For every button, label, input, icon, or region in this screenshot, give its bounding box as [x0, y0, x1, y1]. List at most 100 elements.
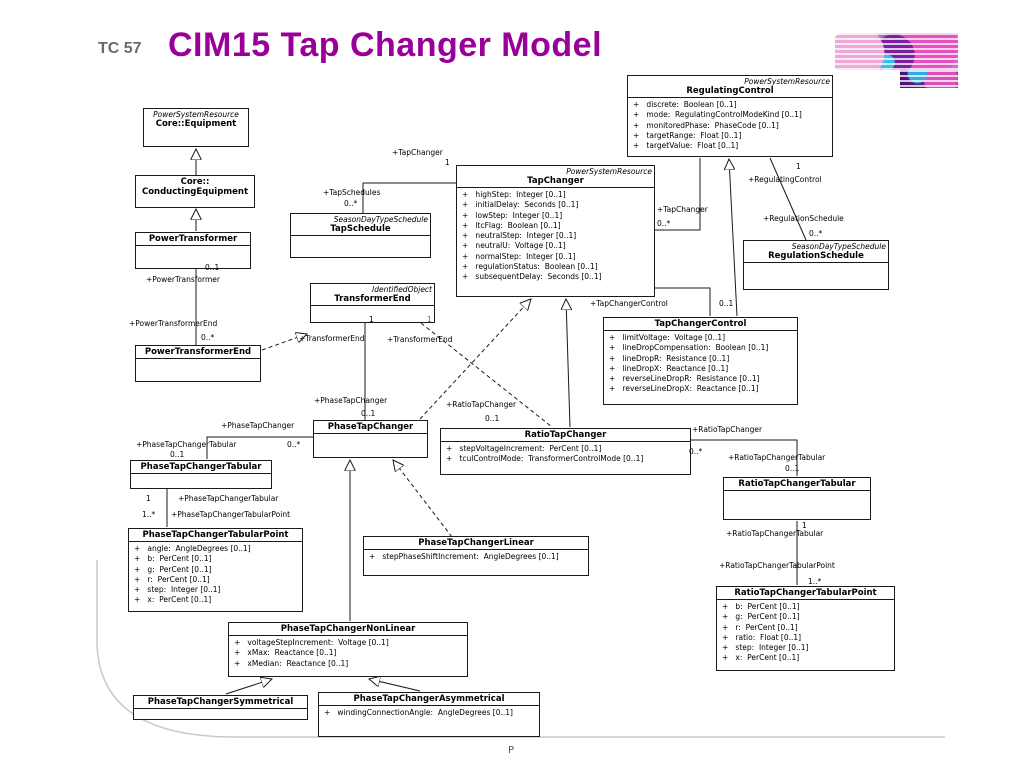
attribute-row: + neutralU: Voltage [0..1]: [462, 241, 566, 251]
class-tapchanger: PowerSystemResource TapChanger + highSte…: [456, 165, 655, 297]
attribute-row: + initialDelay: Seconds [0..1]: [462, 200, 579, 210]
role-label: +TransformerEnd: [299, 334, 365, 343]
stereotype: SeasonDayTypeSchedule: [791, 242, 886, 251]
class-ratiotapchanger: RatioTapChanger + stepVoltageIncrement: …: [440, 428, 691, 475]
class-name: Core::: [180, 177, 210, 187]
empty-compartment: [311, 305, 434, 322]
stereotype: PowerSystemResource: [566, 167, 652, 176]
empty-compartment: [291, 235, 430, 257]
attribute-row: + normalStep: Integer [0..1]: [462, 251, 576, 261]
stereotype: IdentifiedObject: [371, 285, 432, 294]
role-label: +RatioTapChangerTabular: [728, 453, 826, 462]
class-regulationschedule: SeasonDayTypeSchedule RegulationSchedule: [743, 240, 889, 290]
attribute-row: + reverseLineDropR: Resistance [0..1]: [609, 374, 760, 384]
class-phasetapchangernonlinear: PhaseTapChangerNonLinear + voltageStepIn…: [228, 622, 468, 677]
role-label: +RegulationSchedule: [763, 214, 844, 223]
role-label: +RatioTapChangerTabularPoint: [719, 561, 835, 570]
stereotype: SeasonDayTypeSchedule: [333, 215, 428, 224]
class-phasetapchangerasymmetrical: PhaseTapChangerAsymmetrical + windingCon…: [318, 692, 540, 737]
empty-compartment: [724, 490, 870, 519]
multiplicity-label: 1..*: [142, 510, 156, 519]
attribute-row: + regulationStatus: Boolean [0..1]: [462, 262, 598, 272]
attribute-row: + discrete: Boolean [0..1]: [633, 100, 737, 109]
attribute-row: + targetValue: Float [0..1]: [633, 141, 739, 151]
attribute-row: + angle: AngleDegrees [0..1]: [134, 544, 251, 553]
class-name: RatioTapChangerTabular: [738, 479, 856, 489]
class-name: PowerTransformerEnd: [144, 347, 252, 357]
role-label: +PhaseTapChanger: [221, 421, 295, 430]
class-powertransformerend: PowerTransformerEnd: [135, 345, 261, 382]
role-label: +PhaseTapChangerTabularPoint: [171, 510, 291, 519]
empty-compartment: [134, 708, 307, 719]
multiplicity-label: 1: [369, 315, 374, 324]
class-name: PowerTransformer: [148, 234, 238, 244]
role-label: +RegulatingControl: [748, 175, 822, 184]
attribute-compartment: + b: PerCent [0..1]+ g: PerCent [0..1]+ …: [717, 599, 894, 670]
role-label: +RatioTapChanger: [692, 425, 763, 434]
attribute-compartment: + discrete: Boolean [0..1]+ mode: Regula…: [628, 97, 832, 156]
role-label: +RatioTapChanger: [446, 400, 517, 409]
attribute-row: + x: PerCent [0..1]: [134, 595, 212, 605]
attribute-row: + targetRange: Float [0..1]: [633, 130, 742, 140]
tc57-label: TC 57: [98, 40, 142, 57]
stereotype: PowerSystemResource: [744, 77, 830, 86]
attribute-compartment: + limitVoltage: Voltage [0..1] + lineDrop…: [604, 330, 797, 404]
header-decoration-image: [835, 33, 958, 70]
class-name: TapChanger: [527, 176, 584, 186]
class-name: Core::Equipment: [155, 119, 237, 129]
class-name: PhaseTapChangerLinear: [418, 538, 534, 548]
multiplicity-label: 1: [427, 315, 432, 324]
class-name: TransformerEnd: [334, 294, 411, 304]
multiplicity-label: 0..*: [657, 219, 671, 228]
attribute-row: + tculControlMode: TransformerControlMod…: [446, 454, 644, 464]
multiplicity-label: 0..1: [719, 299, 734, 308]
empty-compartment: [314, 433, 427, 457]
multiplicity-label: 1: [146, 494, 151, 503]
multiplicity-label: 1..*: [808, 577, 822, 586]
attribute-row: + r: PerCent [0..1]: [722, 622, 798, 632]
class-tapchangercontrol: TapChangerControl + limitVoltage: Voltag…: [603, 317, 798, 405]
attribute-row: + monitoredPhase: PhaseCode [0..1]: [633, 120, 779, 130]
class-name: RegulationSchedule: [768, 251, 864, 261]
class-phasetapchangertabular: PhaseTapChangerTabular: [130, 460, 272, 489]
role-label: +PowerTransformerEnd: [129, 319, 218, 328]
attribute-row: + b: PerCent [0..1]: [722, 602, 800, 611]
class-name: TapChangerControl: [654, 319, 747, 329]
class-tapschedule: SeasonDayTypeSchedule TapSchedule: [290, 213, 431, 258]
attribute-compartment: + stepPhaseShiftIncrement: AngleDegrees …: [364, 549, 588, 575]
class-phasetapchangersymmetrical: PhaseTapChangerSymmetrical: [133, 695, 308, 720]
attribute-row: + x: PerCent [0..1]: [722, 653, 800, 663]
attribute-row: + lineDropR: Resistance [0..1]: [609, 353, 730, 363]
multiplicity-label: 0..*: [287, 440, 301, 449]
class-name: RegulatingControl: [686, 86, 774, 96]
empty-compartment: [744, 262, 888, 289]
attribute-row: + xMax: Reactance [0..1]: [234, 648, 337, 658]
attribute-row: + g: PerCent [0..1]: [134, 564, 212, 574]
role-label: +PhaseTapChangerTabular: [178, 494, 279, 503]
class-name: PhaseTapChangerTabular: [140, 462, 262, 472]
multiplicity-label: 0..1: [785, 464, 800, 473]
page-title: CIM15 Tap Changer Model: [168, 26, 603, 64]
attribute-row: + g: PerCent [0..1]: [722, 612, 800, 622]
class-name: TapSchedule: [330, 224, 391, 234]
class-name-line2: ConductingEquipment: [141, 187, 249, 197]
class-name: PhaseTapChangerSymmetrical: [147, 697, 294, 707]
multiplicity-label: 0..*: [344, 199, 358, 208]
role-label: +TapChanger: [657, 205, 708, 214]
class-name: PhaseTapChanger: [327, 422, 414, 432]
multiplicity-label: 0..1: [205, 263, 220, 272]
attribute-compartment: + highStep: Integer [0..1]+ initialDelay…: [457, 187, 654, 296]
attribute-row: + lowStep: Integer [0..1]: [462, 210, 563, 220]
attribute-row: + xMedian: Reactance [0..1]: [234, 658, 349, 668]
multiplicity-label: 0..1: [170, 450, 185, 459]
class-name: PhaseTapChangerAsymmetrical: [353, 694, 505, 704]
attribute-compartment: + stepVoltageIncrement: PerCent [0..1]+ …: [441, 441, 690, 474]
attribute-row: + limitVoltage: Voltage [0..1]: [609, 333, 726, 342]
multiplicity-label: 0..*: [201, 333, 215, 342]
multiplicity-label: 0..1: [485, 414, 500, 423]
attribute-row: + step: Integer [0..1]: [722, 643, 809, 653]
attribute-row: + reverseLineDropX: Reactance [0..1]: [609, 384, 759, 394]
class-ratiotapchangertabular: RatioTapChangerTabular: [723, 477, 871, 520]
class-name: PhaseTapChangerTabularPoint: [142, 530, 289, 540]
